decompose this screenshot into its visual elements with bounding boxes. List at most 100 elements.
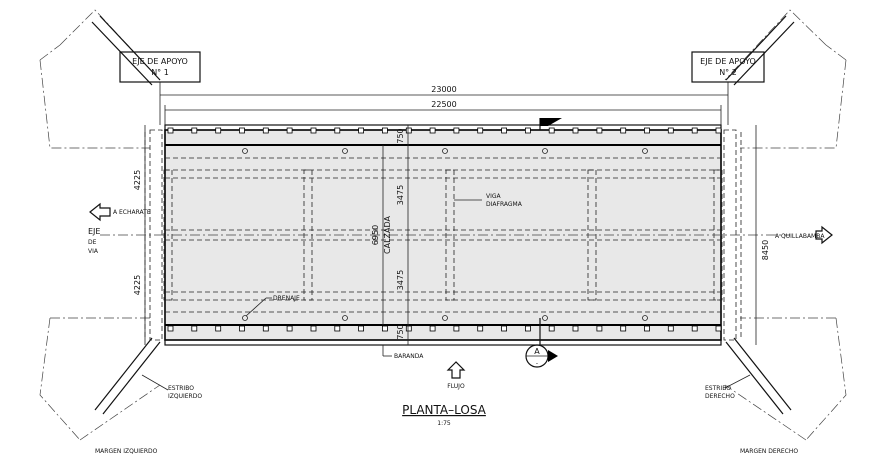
railing-post [453, 127, 460, 134]
support-left-line1: EJE DE APOYO [132, 57, 188, 66]
railing-post [167, 325, 174, 332]
railing-post [405, 127, 412, 134]
railing-post [167, 127, 174, 134]
railing-post [644, 127, 650, 134]
support-left-line2: N° 1 [151, 68, 169, 77]
dimension-inner-widths: 750 3475 3475 750 6950 CALZADA [371, 125, 409, 345]
svg-text:4225: 4225 [133, 170, 142, 190]
svg-text:CALZADA: CALZADA [383, 215, 392, 253]
svg-text:A QUILLABAMBA: A QUILLABAMBA [775, 233, 825, 240]
svg-text:6950: 6950 [371, 225, 380, 245]
railing-post [572, 325, 579, 332]
svg-text:DRENAJE: DRENAJE [273, 295, 300, 302]
railing-post [715, 127, 722, 134]
svg-text:DERECHO: DERECHO [705, 393, 735, 400]
railing-post [691, 325, 698, 332]
railing-posts [167, 127, 722, 332]
railing-post [405, 325, 412, 332]
svg-text:4225: 4225 [133, 275, 142, 295]
drawing-scale: 1:75 [437, 420, 451, 427]
railing-post [501, 325, 508, 332]
svg-text:DE: DE [88, 239, 97, 246]
railing-post [477, 325, 484, 332]
railing-post [548, 127, 555, 134]
svg-text:3475: 3475 [396, 270, 405, 290]
wing-walls [91, 15, 795, 415]
road-axis-label: EJE DE VIA [88, 227, 100, 255]
svg-text:A ECHARATE: A ECHARATE [113, 209, 151, 216]
railing-post [262, 127, 269, 134]
railing-post [358, 127, 365, 134]
svg-text:8450: 8450 [761, 240, 770, 260]
railing-post [334, 325, 341, 332]
abutment-left-label: ESTRIBO IZQUIERDO [141, 374, 202, 400]
railing-post [286, 127, 293, 134]
section-marker-a: A - [525, 318, 558, 368]
railing-post [667, 127, 674, 134]
railing-post [501, 127, 508, 134]
bank-right-label: MARGEN DERECHO [740, 448, 798, 455]
support-axis-right: EJE DE APOYO N° 2 [691, 51, 765, 125]
dimension-span-length: 22500 [164, 100, 722, 125]
railing-post [572, 127, 579, 134]
railing-post [381, 325, 388, 332]
railing-post [453, 325, 460, 332]
flag-marker [539, 118, 562, 130]
dimension-total-length: 23000 [160, 85, 728, 96]
railing-post [286, 325, 293, 332]
railing-post [667, 325, 674, 332]
bank-left-label: MARGEN IZQUIERDO [95, 448, 158, 455]
diaphragm-callout: VIGA DIAFRAGMA [454, 193, 523, 208]
railing-post [525, 127, 531, 134]
abutment-right-label: ESTRIBO DERECHO [705, 374, 751, 400]
support-axis-left: EJE DE APOYO N° 1 [119, 51, 201, 125]
railing-post [644, 325, 650, 332]
svg-text:-: - [536, 360, 538, 367]
drains [242, 148, 648, 321]
flow-arrow: FLUJO [446, 361, 466, 390]
railing-post [596, 325, 603, 332]
svg-text:EJE: EJE [88, 227, 100, 236]
svg-text:23000: 23000 [431, 85, 456, 94]
svg-text:750: 750 [396, 324, 405, 339]
dimension-total-width: 8450 [755, 125, 770, 345]
svg-text:ESTRIBO: ESTRIBO [705, 385, 731, 392]
dimension-left-half-widths: 4225 4225 [133, 125, 146, 345]
railing-post [596, 127, 603, 134]
railing-post [358, 325, 365, 332]
svg-text:22500: 22500 [431, 100, 456, 109]
railing-post [191, 127, 198, 134]
girders [165, 169, 721, 301]
railing-post [620, 325, 627, 332]
railing-post [620, 127, 627, 134]
svg-text:VIA: VIA [88, 248, 99, 255]
svg-text:750: 750 [396, 128, 405, 143]
railing-post [262, 325, 269, 332]
railing-post [429, 127, 436, 134]
railing-post [334, 127, 341, 134]
svg-text:IZQUIERDO: IZQUIERDO [168, 393, 202, 400]
railing-post [191, 325, 198, 332]
support-right-line1: EJE DE APOYO [700, 57, 756, 66]
svg-text:FLUJO: FLUJO [447, 383, 465, 390]
railing-post [310, 325, 317, 332]
railing-post [715, 325, 722, 332]
drawing-title-block: PLANTA–LOSA 1:75 [402, 403, 487, 427]
svg-text:3475: 3475 [396, 185, 405, 205]
drawing-title: PLANTA–LOSA [402, 403, 487, 417]
svg-text:ESTRIBO: ESTRIBO [168, 385, 194, 392]
drain-callout: DRENAJE [245, 295, 300, 317]
railing-post [239, 127, 245, 134]
railing-post [429, 325, 436, 332]
direction-left: A ECHARATE [89, 202, 151, 222]
support-right-line2: N° 2 [719, 68, 737, 77]
railing-post [381, 127, 388, 134]
railing-post [239, 325, 245, 332]
railing-post [525, 325, 531, 332]
railing-post [215, 325, 222, 332]
railing-callout: BARANDA [382, 345, 424, 360]
direction-right: A QUILLABAMBA [775, 225, 833, 245]
svg-text:BARANDA: BARANDA [394, 353, 424, 360]
railing-post [691, 127, 698, 134]
